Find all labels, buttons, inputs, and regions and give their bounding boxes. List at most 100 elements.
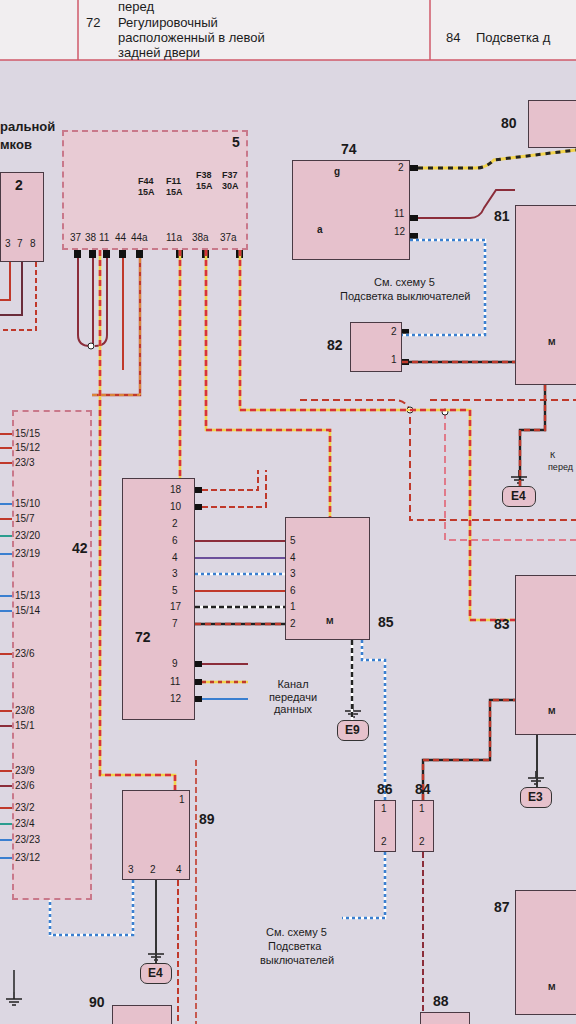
wire-artwork [195,504,202,510]
wire-artwork [422,852,424,1024]
pin-number: 1 [179,794,185,806]
pin-number: 6 [172,535,178,547]
pin-number: 1 [381,803,387,815]
component-box: 90 [112,1005,172,1024]
wire-artwork [0,839,12,841]
pin-number: 11 [170,676,180,688]
wire-artwork [202,663,248,665]
pin-number: 4 [290,552,296,564]
note-text: Канал передачи данных [252,678,334,716]
note-text: выключателей [260,954,334,967]
wire-artwork [0,433,12,435]
note-text: См. схему 5 [374,276,435,289]
wire-connector [402,362,515,363]
wire-artwork [119,250,126,258]
component-number: 72 [135,629,151,645]
wire-artwork [0,823,12,825]
pin-number: 7 [172,618,178,630]
pin-number: 3 [172,568,178,580]
wire-connector [206,250,330,517]
wire-stripe [195,623,285,625]
wire-artwork [410,233,418,239]
pin-number: 15/12 [15,442,40,454]
wire-connector [195,574,285,575]
wire-stripe [351,640,353,720]
wire-connector [520,385,545,486]
pin-number: 2 [290,618,296,630]
component-number: 87 [494,899,510,915]
header-text: ральной [0,120,55,135]
wire-artwork [122,258,124,370]
fuse-rating: 15A [138,187,155,197]
pin-number: 15/14 [15,605,40,617]
pin-number: 5 [290,535,296,547]
wire-artwork [528,771,544,784]
pin-number: 15/7 [15,513,34,525]
pin-number: 3 [5,238,11,250]
component-number: 88 [433,993,449,1009]
wire-base [195,540,285,542]
note-text: К [550,450,555,460]
component-number: 90 [89,994,105,1010]
pin-number: 2 [398,162,404,174]
pin-number: 2 [381,836,387,848]
component-number: 81 [494,208,510,224]
wire-artwork [0,0,576,60]
wire-stripe [179,250,182,478]
fuse-rating: 15A [166,187,183,197]
pin-number: 3 [128,864,134,876]
wire-artwork [300,400,576,520]
wire-artwork [202,470,266,507]
wire-artwork [6,992,22,1005]
wire-artwork [0,653,12,655]
wire-artwork [410,165,418,239]
wire-artwork [136,250,143,258]
pin-number: 23/6 [15,648,34,660]
pin-number: a [317,224,323,236]
wire-artwork [195,760,197,1024]
component-box: 87 [515,890,576,1015]
pin-number: 17 [170,601,181,613]
wire-stripe [402,361,515,363]
wire-artwork [78,258,90,346]
wire-artwork [0,610,12,612]
fuse-rating: 30A [222,181,239,191]
header-text: расположенный в левой [118,31,265,46]
wire-artwork [418,150,576,168]
wire-artwork [74,250,81,258]
pin-number: 38a [192,232,209,244]
wire-stripe [195,606,285,608]
component-number: 84 [415,781,431,797]
wire-artwork [195,487,202,702]
pin-number: 23/2 [15,802,34,814]
ground-terminal: E4 [502,486,536,507]
wire-artwork [0,503,12,505]
component-number: E4 [511,488,526,504]
wire-artwork [418,150,576,168]
wire-base [195,606,285,608]
wire-artwork [0,262,10,300]
pin-number: 1 [391,354,397,366]
wire-artwork [0,770,12,772]
pin-number: 15/15 [15,428,40,440]
component-number: 86 [377,781,393,797]
component-box: 72 [122,478,195,720]
wire-connector [195,541,285,542]
wire-artwork [202,681,248,683]
wire-base [351,640,353,720]
wire-base [536,735,538,787]
pin-number: 23/12 [15,852,40,864]
wire-artwork [0,462,12,464]
pin-number: 23/9 [15,765,34,777]
wire-stripe [195,590,285,592]
wire-base [206,250,330,517]
component-box: 83 [515,575,576,735]
note-text: Подсветка [268,940,321,953]
wire-stripe [520,385,545,486]
pin-number: 8 [30,238,36,250]
pin-number: 23/3 [15,457,34,469]
component-box: 80 [528,100,576,148]
component-number: 2 [15,177,23,193]
pin-number: 44 [115,232,126,244]
